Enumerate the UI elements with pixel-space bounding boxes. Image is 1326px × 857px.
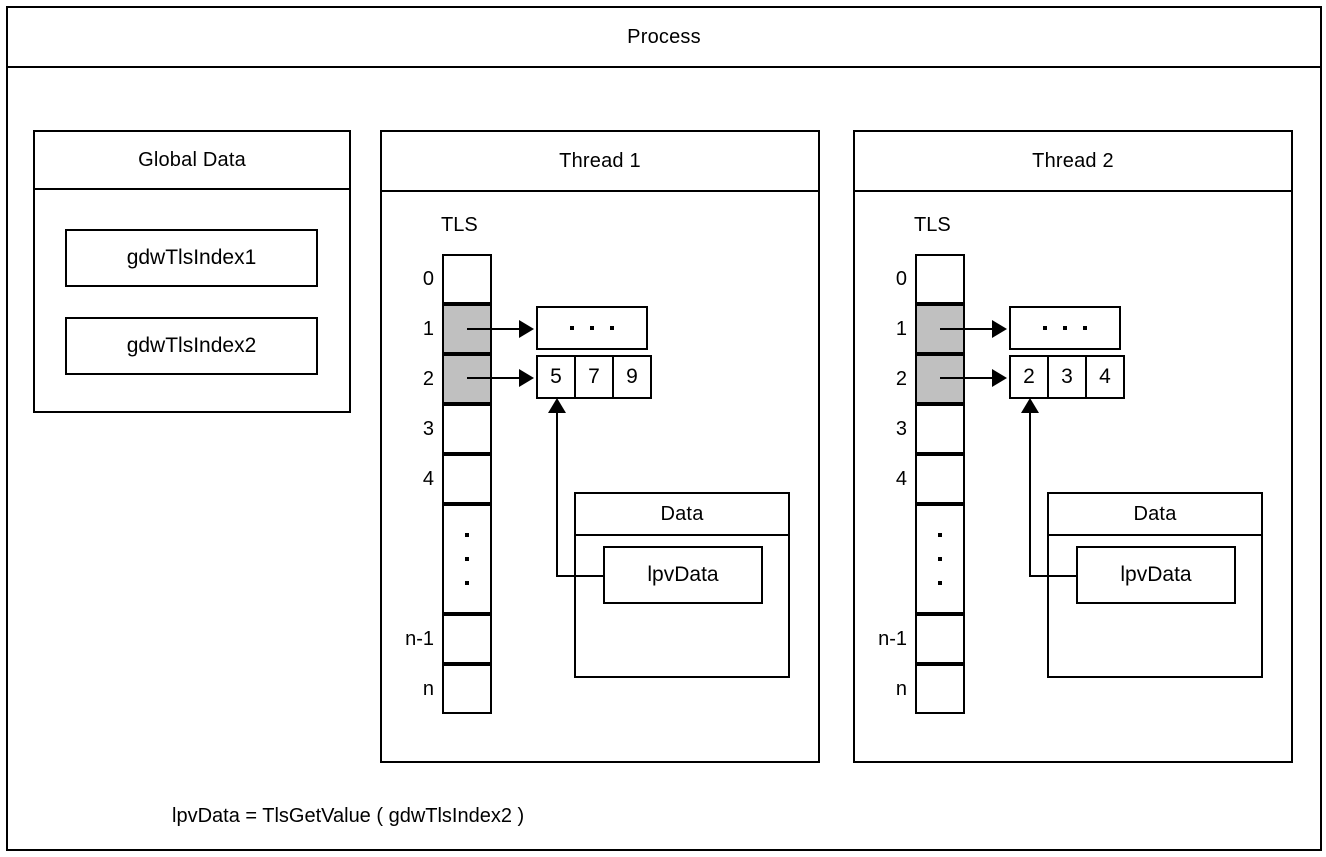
thread-2-slot-2-arrowhead-icon [992, 369, 1007, 387]
thread-2-tls-slot-label-3: 3 [895, 417, 907, 440]
ellipsis-dot [570, 326, 574, 330]
thread-1-tls-slot-label-2: 2 [422, 367, 434, 390]
thread-2-tls-slot-label-2: 2 [895, 367, 907, 390]
ellipsis-dot [590, 326, 594, 330]
thread-2-pointer-arrowhead-icon [1021, 398, 1039, 413]
thread-1-lpvdata-label: lpvData [647, 563, 719, 586]
thread-2-slot-1-connector [940, 328, 993, 330]
global-data-title: Global Data [138, 148, 246, 171]
thread-1-lpvdata-box: lpvData [603, 546, 763, 604]
global-index-entry-2: gdwTlsIndex2 [65, 317, 318, 375]
global-data-header-divider [33, 188, 351, 190]
thread-1-tls-slot-0 [442, 254, 492, 304]
thread-2-pointer-segment-vertical [1029, 412, 1031, 577]
thread-2-tls-slot-4 [915, 454, 965, 504]
thread-1-title: Thread 1 [559, 149, 641, 172]
thread-2-tls-slot-label-4: 4 [895, 467, 907, 490]
thread-2-tls-slot-n-1 [915, 614, 965, 664]
thread-2-header-divider [853, 190, 1293, 192]
thread-1-tls-slot-2 [442, 354, 492, 404]
ellipsis-dot [1083, 326, 1087, 330]
thread-1-tls-slot-label-n: n [422, 677, 434, 700]
thread-1-tls-slot-n [442, 664, 492, 714]
thread-2-tls-slot-label-0: 0 [895, 267, 907, 290]
diagram-caption: lpvData = TlsGetValue ( gdwTlsIndex2 ) [172, 805, 525, 827]
thread-2-slot-1-arrowhead-icon [992, 320, 1007, 338]
thread-1-tls-slot-label-n-1: n-1 [405, 627, 434, 650]
thread-1-tls-slot-label-4: 4 [422, 467, 434, 490]
thread-1-tls-slot-label-3: 3 [422, 417, 434, 440]
thread-1-tls-slot-label-1: 1 [422, 317, 434, 340]
global-index-entry-1: gdwTlsIndex1 [65, 229, 318, 287]
process-header-divider [6, 66, 1322, 68]
thread-1-tls-slot-4 [442, 454, 492, 504]
thread-1-tls-vertical-ellipsis-icon [442, 504, 492, 614]
thread-1-pointer-segment-horizontal [556, 575, 605, 577]
thread-2-value-cell: 2 [1009, 355, 1049, 399]
thread-2-slot-2-connector [940, 377, 993, 379]
thread-1-slot-1-connector [467, 328, 520, 330]
thread-1-header-divider [380, 190, 820, 192]
thread-2-tls-slot-2 [915, 354, 965, 404]
ellipsis-dot [1043, 326, 1047, 330]
thread-2-slot-1-value-box [1009, 306, 1121, 350]
ellipsis-dot [1063, 326, 1067, 330]
global-index-label-1: gdwTlsIndex1 [126, 246, 257, 269]
thread-1-tls-slot-n-1 [442, 614, 492, 664]
thread-1-tls-title: TLS [441, 214, 478, 236]
thread-1-pointer-arrowhead-icon [548, 398, 566, 413]
thread-1-slot-1-value-box [536, 306, 648, 350]
thread-2-data-title: Data [1133, 502, 1177, 525]
thread-1-data-header-divider [574, 534, 790, 536]
thread-2-lpvdata-label: lpvData [1120, 563, 1192, 586]
ellipsis-dot [610, 326, 614, 330]
thread-2-data-header-divider [1047, 534, 1263, 536]
thread-1-data-title: Data [660, 502, 704, 525]
thread-2-tls-slot-n [915, 664, 965, 714]
thread-1-value-cell: 7 [574, 355, 614, 399]
thread-2-tls-slot-label-n: n [895, 677, 907, 700]
thread-2-title: Thread 2 [1032, 149, 1114, 172]
thread-2-lpvdata-box: lpvData [1076, 546, 1236, 604]
process-title: Process [627, 25, 701, 48]
thread-2-tls-slot-3 [915, 404, 965, 454]
thread-1-slot-2-connector [467, 377, 520, 379]
thread-2-tls-slot-label-1: 1 [895, 317, 907, 340]
thread-2-pointer-segment-horizontal [1029, 575, 1078, 577]
thread-2-tls-slot-0 [915, 254, 965, 304]
thread-2-tls-vertical-ellipsis-icon [915, 504, 965, 614]
thread-1-value-cell: 9 [612, 355, 652, 399]
thread-1-tls-slot-3 [442, 404, 492, 454]
global-index-label-2: gdwTlsIndex2 [126, 334, 257, 357]
thread-2-tls-title: TLS [914, 214, 951, 236]
thread-1-value-cell: 5 [536, 355, 576, 399]
thread-1-tls-slot-label-0: 0 [422, 267, 434, 290]
thread-1-pointer-segment-vertical [556, 412, 558, 577]
thread-2-slot-2-value-row: 2 3 4 [1009, 355, 1125, 399]
thread-1-slot-2-value-row: 5 7 9 [536, 355, 652, 399]
thread-2-tls-slot-label-n-1: n-1 [878, 627, 907, 650]
thread-1-slot-2-arrowhead-icon [519, 369, 534, 387]
thread-2-value-cell: 4 [1085, 355, 1125, 399]
thread-2-value-cell: 3 [1047, 355, 1087, 399]
thread-1-slot-1-arrowhead-icon [519, 320, 534, 338]
